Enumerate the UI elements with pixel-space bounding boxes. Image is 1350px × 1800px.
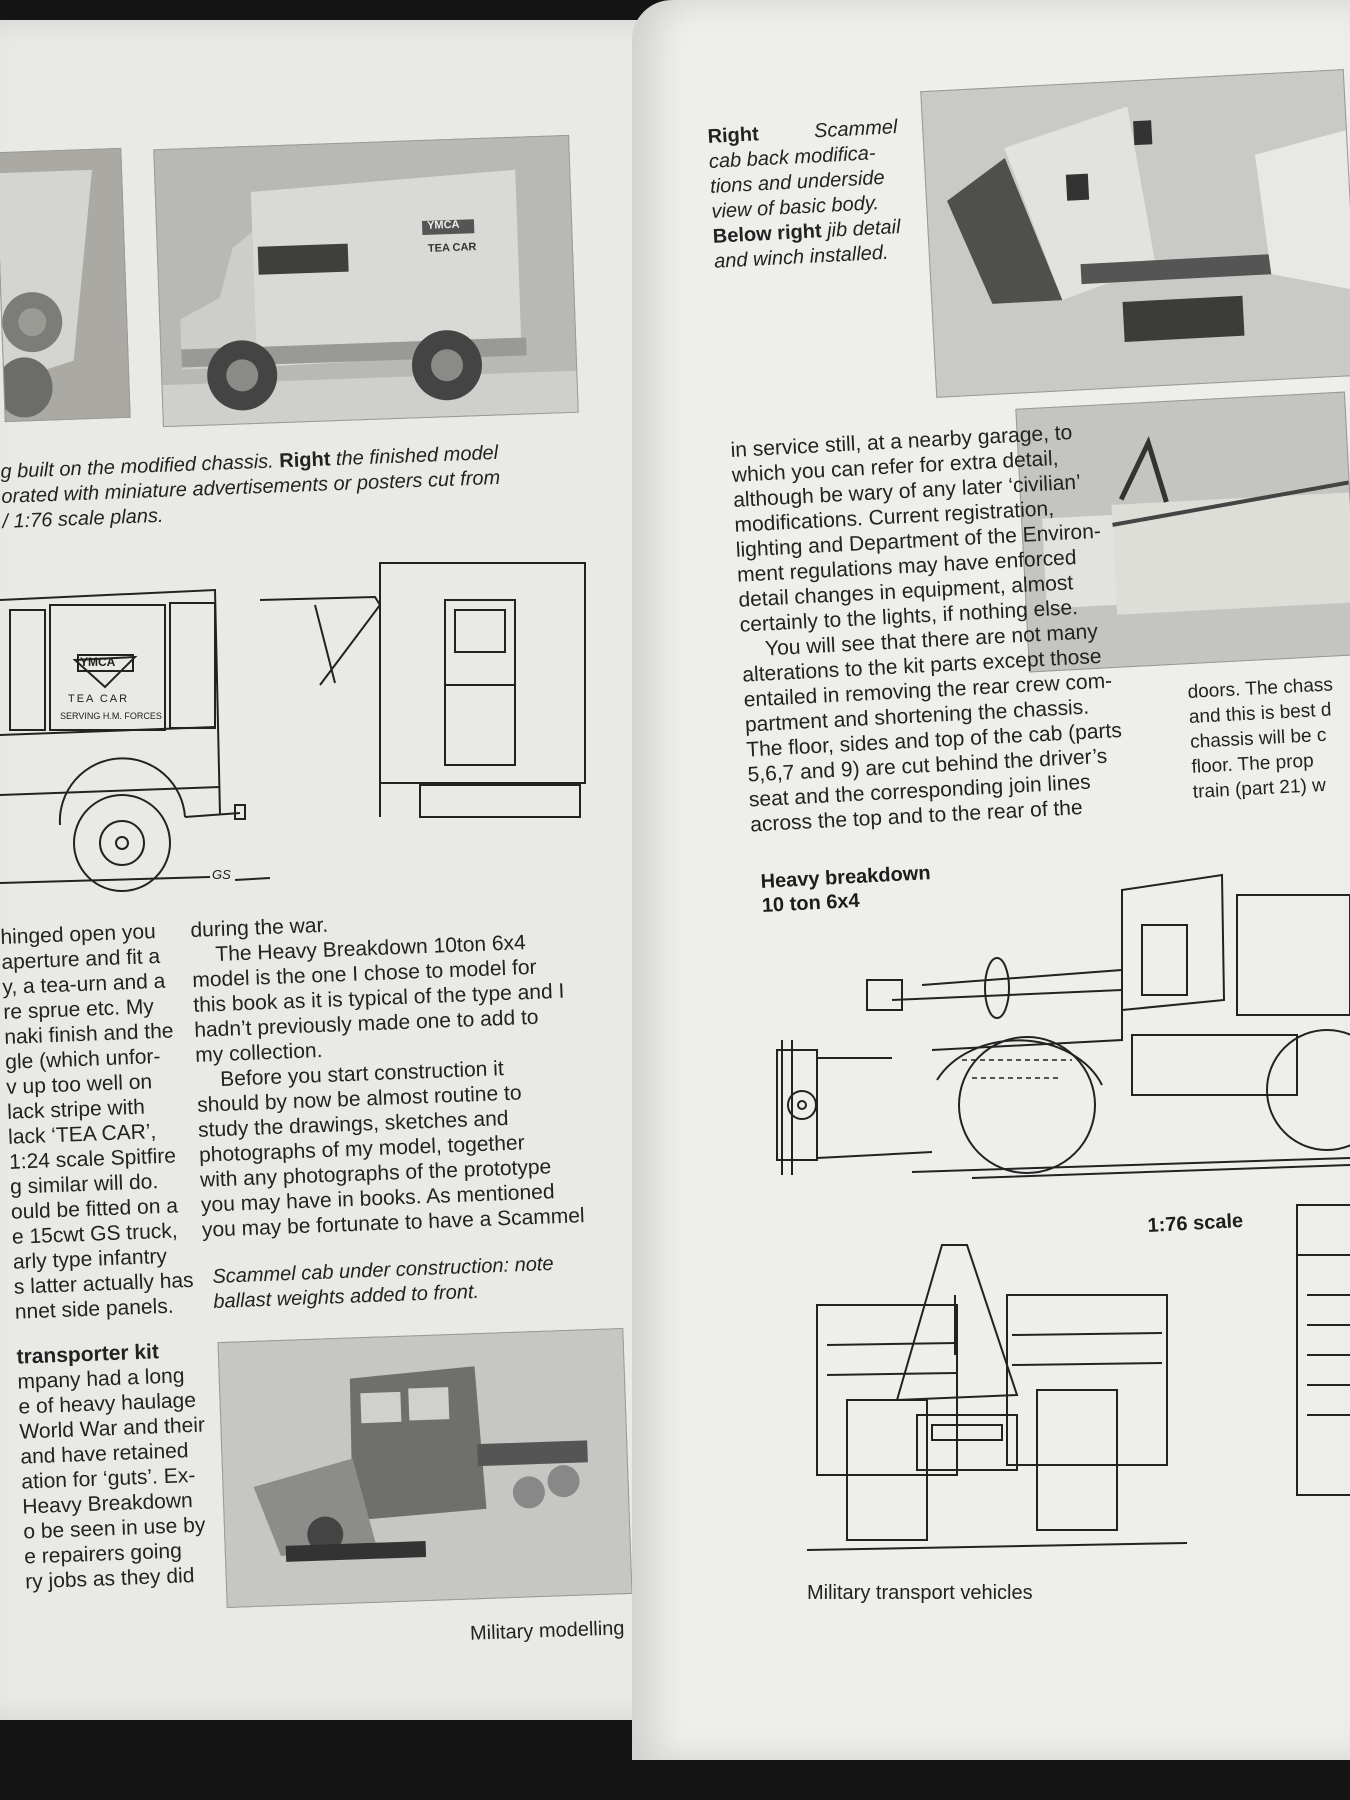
drawing-heavy-breakdown-front — [806, 1225, 1188, 1555]
photo-sign-tea-car: TEA CAR — [427, 241, 477, 255]
column-1-text: hinged open you aperture and fit a y, a … — [0, 918, 216, 1595]
left-page: YMCA TEA CAR g built on the modified cha… — [0, 20, 726, 1720]
right-column-1-text: in service still, at a nearby garage, to… — [730, 417, 1150, 837]
drawing-heavy-breakdown-side — [772, 840, 1350, 1190]
right-page: Right Scammel cab back modifica- tions a… — [632, 0, 1350, 1760]
footer-left: Military modelling — [469, 1617, 625, 1645]
caption-tea-car: g built on the modified chassis. Right t… — [0, 437, 602, 535]
column-2-text: during the war. The Heavy Breakdown 10to… — [190, 902, 622, 1243]
photo-scammel-cab-back — [920, 69, 1350, 398]
photo-jib-detail — [1015, 391, 1350, 673]
drawing-sign-line2: SERVING H.M. FORCES — [60, 711, 162, 721]
caption-text: jib detail — [826, 216, 902, 242]
caption-text: Scammel — [813, 116, 898, 143]
caption-bold: Right — [707, 123, 760, 148]
drawing-tea-car-side: YMCA TEA CAR SERVING H.M. FORCES GS — [0, 555, 271, 895]
photo-sign-ymca: YMCA — [426, 218, 460, 232]
drawing-sign-line1: TEA CAR — [68, 693, 130, 705]
right-column-2-text: doors. The chass and this is best d chas… — [1187, 671, 1350, 805]
drawing-sign-logo: YMCA — [80, 655, 116, 669]
photo-chassis-view — [0, 147, 131, 423]
caption-scammel-modifications: Right Scammel cab back modifica- tions a… — [707, 114, 925, 275]
footer-right: Military transport vehicles — [807, 1582, 1033, 1604]
photo-ymca-tea-car: YMCA TEA CAR — [153, 134, 579, 428]
drawing-tea-car-rear — [259, 555, 600, 825]
photo-scammel-cab-construction — [217, 1327, 633, 1609]
caption-scammel-cab: Scammel cab under construction: note bal… — [212, 1249, 634, 1315]
drawing-signature: GS — [212, 867, 231, 882]
drawing-heavy-breakdown-rear — [1287, 1195, 1350, 1505]
caption-bold: Below right — [712, 220, 823, 248]
caption-bold: Right — [278, 448, 331, 473]
